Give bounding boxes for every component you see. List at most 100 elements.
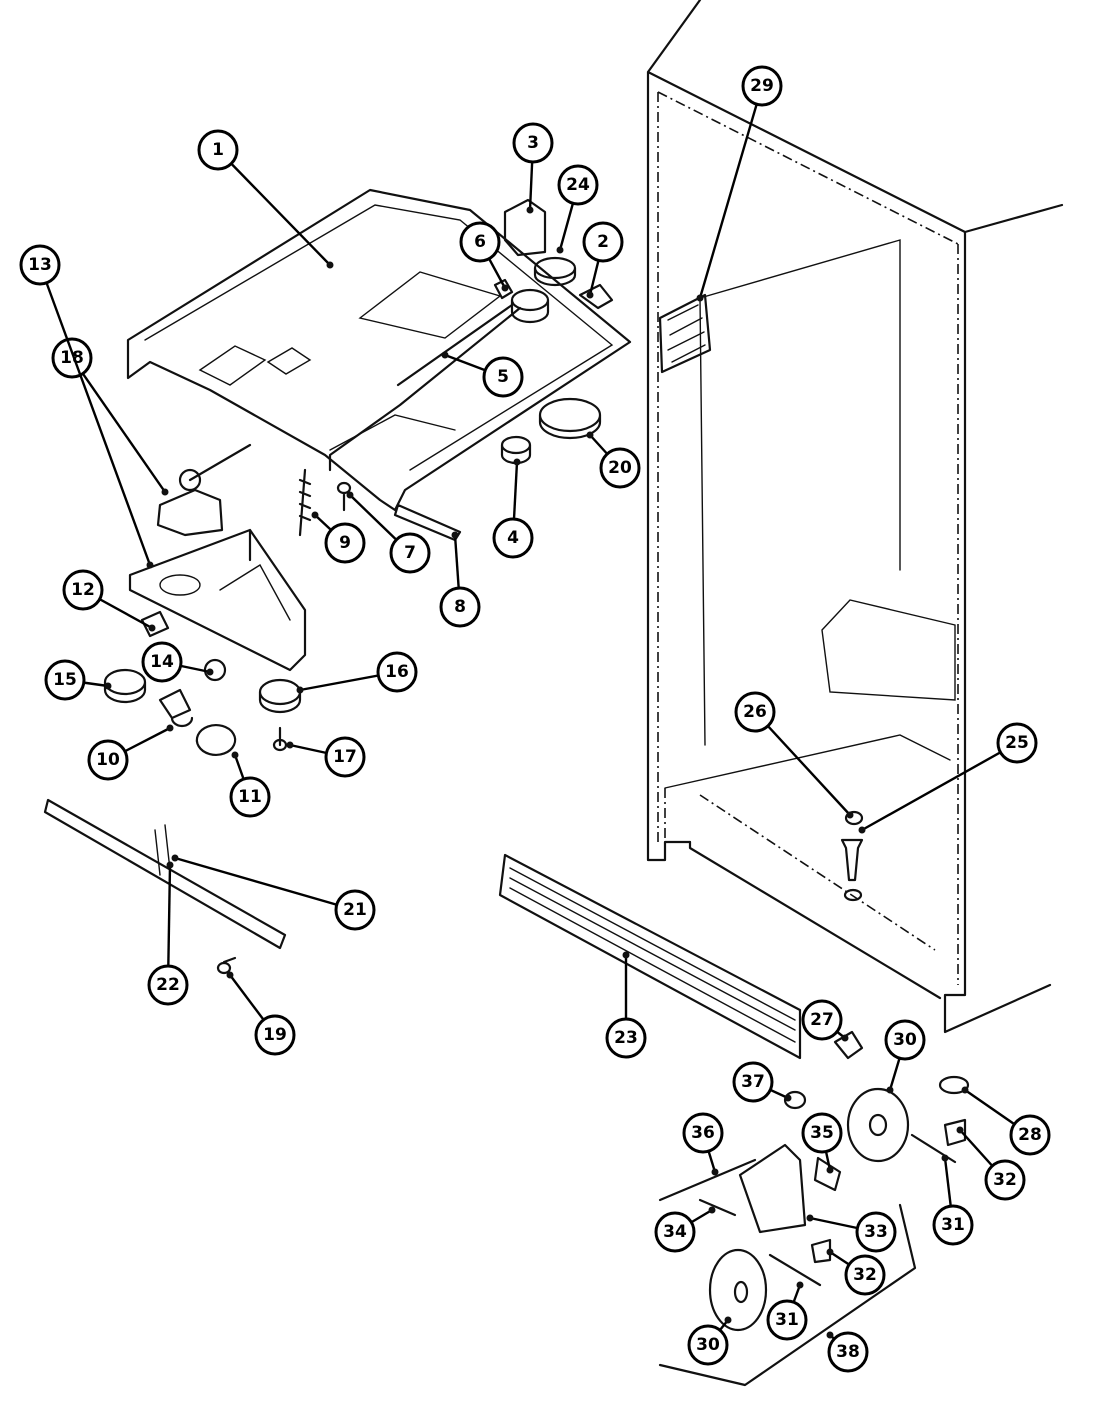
callout-circle <box>734 691 776 733</box>
callout-28: 28 <box>961 1086 1051 1156</box>
callout-leader-line <box>71 357 166 493</box>
callout-16: 16 <box>296 651 418 694</box>
callout-number: 32 <box>993 1170 1017 1190</box>
callout-circle <box>254 1014 296 1056</box>
callout-arrowhead <box>841 1034 849 1042</box>
callout-circle <box>147 964 189 1006</box>
callout-circle <box>334 889 376 931</box>
callout-arrowhead <box>231 751 239 759</box>
callout-circle <box>557 164 599 206</box>
callout-arrowhead <box>956 1126 964 1134</box>
callout-arrowhead <box>526 206 534 214</box>
callout-circle <box>682 1112 724 1154</box>
callout-25: 25 <box>858 722 1038 834</box>
callout-26: 26 <box>734 691 854 819</box>
callout-22: 22 <box>147 861 189 1006</box>
callout-23: 23 <box>605 951 647 1059</box>
callout-number: 25 <box>1005 733 1029 753</box>
callout-33: 33 <box>806 1211 897 1253</box>
callout-18: 18 <box>51 337 169 496</box>
callout-31: 31 <box>766 1281 808 1341</box>
callout-3: 3 <box>512 122 554 214</box>
callout-number: 24 <box>566 175 590 195</box>
callout-32: 32 <box>956 1126 1026 1201</box>
thermostat-assembly <box>328 198 614 472</box>
callout-number: 16 <box>385 662 409 682</box>
callout-number: 30 <box>893 1030 917 1050</box>
roller-assembly <box>658 1030 970 1387</box>
callout-38: 38 <box>826 1331 869 1373</box>
callout-number: 14 <box>150 652 174 672</box>
callout-arrowhead <box>556 246 564 254</box>
callout-14: 14 <box>141 641 214 683</box>
callout-arrowhead <box>104 682 112 690</box>
callout-leader-line <box>38 264 152 566</box>
callout-6: 6 <box>459 221 509 292</box>
callout-number: 4 <box>507 528 519 548</box>
callout-circle <box>51 337 93 379</box>
callout-circle <box>732 1061 774 1103</box>
callout-number: 27 <box>810 1010 834 1030</box>
callout-circle <box>984 1159 1026 1201</box>
callout-number: 26 <box>743 702 767 722</box>
callout-circle <box>844 1254 886 1296</box>
callout-10: 10 <box>87 724 174 781</box>
callout-32: 32 <box>826 1248 886 1296</box>
callout-circle <box>687 1324 729 1366</box>
callout-circle <box>582 221 624 263</box>
callout-number: 5 <box>497 367 509 387</box>
callout-arrowhead <box>711 1168 719 1176</box>
callout-number: 31 <box>775 1310 799 1330</box>
callout-arrowhead <box>171 854 179 862</box>
callout-number: 3 <box>527 133 539 153</box>
callout-number: 17 <box>333 747 357 767</box>
callout-arrowhead <box>441 351 449 359</box>
callout-arrowhead <box>286 741 294 749</box>
callout-arrowhead <box>622 951 630 959</box>
callout-number: 38 <box>836 1342 860 1362</box>
callout-arrowhead <box>826 1166 834 1174</box>
callout-12: 12 <box>62 569 156 632</box>
callout-arrowhead <box>806 1214 814 1222</box>
callout-circle <box>459 221 501 263</box>
callout-2: 2 <box>582 221 624 299</box>
callout-17: 17 <box>286 736 366 778</box>
callout-number: 33 <box>864 1222 888 1242</box>
callout-11: 11 <box>229 751 271 818</box>
callout-27: 27 <box>801 999 849 1042</box>
callout-arrowhead <box>146 561 154 569</box>
callout-arrowhead <box>296 686 304 694</box>
callout-number: 29 <box>750 76 774 96</box>
callout-arrowhead <box>311 511 319 519</box>
callout-15: 15 <box>44 659 112 701</box>
callout-35: 35 <box>801 1112 843 1174</box>
callout-number: 13 <box>28 255 52 275</box>
callout-arrowhead <box>166 724 174 732</box>
callout-number: 19 <box>263 1025 287 1045</box>
callout-4: 4 <box>492 458 534 559</box>
control-housing <box>126 188 632 512</box>
callout-circle <box>605 1017 647 1059</box>
callout-arrowhead <box>206 668 214 676</box>
callout-21: 21 <box>171 854 376 931</box>
trim-strip-assembly <box>43 798 287 975</box>
callout-circle <box>512 122 554 164</box>
callout-circle <box>389 532 431 574</box>
callout-circle <box>439 586 481 628</box>
callout-arrowhead <box>941 1154 949 1162</box>
toe-grille <box>498 853 802 1060</box>
callout-1: 1 <box>197 129 334 269</box>
callout-circle <box>376 651 418 693</box>
callout-circle <box>19 244 61 286</box>
callout-number: 35 <box>810 1123 834 1143</box>
callout-19: 19 <box>226 971 296 1056</box>
callout-circle <box>827 1331 869 1373</box>
callout-number: 36 <box>691 1123 715 1143</box>
callout-5: 5 <box>441 351 524 398</box>
callout-arrowhead <box>796 1281 804 1289</box>
callout-number: 31 <box>941 1215 965 1235</box>
callout-number: 20 <box>608 458 632 478</box>
callout-number: 8 <box>454 597 466 617</box>
callout-number: 18 <box>60 348 84 368</box>
